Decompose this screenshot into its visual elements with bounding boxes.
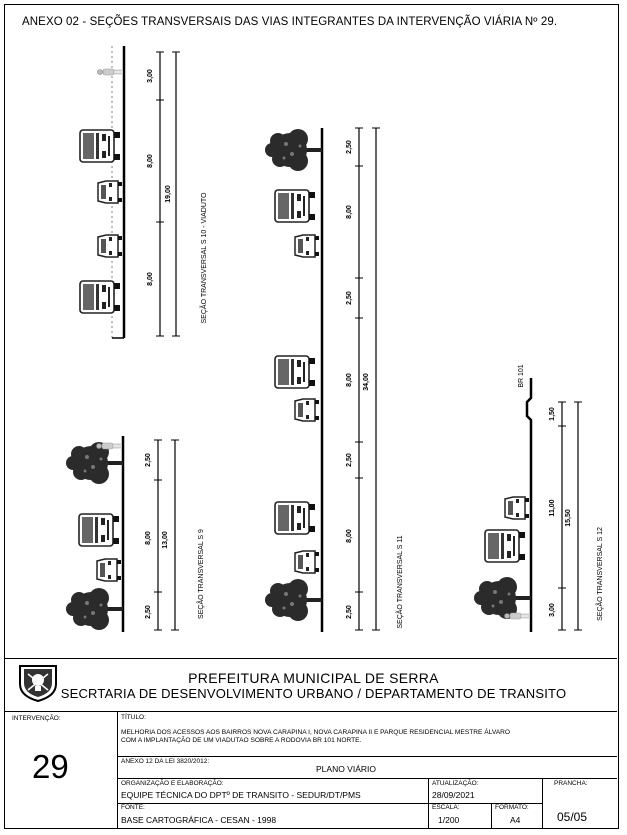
anexo-label: ANEXO 12 DA LEI 3820/2012: [121,758,210,765]
s11-dim-7: 2,50 [346,605,353,619]
intervencao-label: INTERVENÇÃO: [12,715,61,722]
drawing-frame [4,4,619,829]
person-icon [504,612,531,620]
truck-icon [274,189,316,223]
s9-dim-2: 8,00 [145,531,152,545]
intervencao-value: 29 [32,748,69,785]
page-heading: ANEXO 02 - SEÇÕES TRANSVERSAIS DAS VIAS … [22,16,558,28]
section-s10: 3,00 8,00 8,00 19,00 SEÇÃO TRANSVERSAL S… [79,46,208,339]
prancha-value: 05/05 [557,810,588,824]
tree-icon [474,577,531,619]
s11-label: SEÇÃO TRANSVERSAL S 11 [395,535,404,628]
atualizacao-label: ATUALIZAÇÃO: [432,780,479,787]
section-s9: 2,50 8,00 2,50 13,00 SEÇÃO TRANSVERSAL S… [66,436,205,632]
car-icon [294,550,320,574]
s12-dim-2: 11,00 [549,499,556,516]
s9-total: 13,00 [162,531,169,549]
tb-divider [428,778,429,829]
org-value: EQUIPE TÉCNICA DO DPTº DE TRANSITO - SED… [121,790,361,800]
tree-icon [265,129,322,171]
escala-value: 1/200 [438,815,460,825]
tree-icon [265,579,322,621]
municipal-crest-icon [19,665,57,702]
titulo-line-2: COM A IMPLANTAÇÃO DE UM VIADUTAO SOBRE A… [121,737,362,744]
org-line-1: PREFEITURA MUNICIPAL DE SERRA [188,670,439,686]
car-icon [96,558,122,582]
tb-divider [117,711,118,829]
s9-label: SEÇÃO TRANSVERSAL S 9 [196,529,205,619]
car-icon [504,496,530,520]
s11-total: 34,00 [363,373,370,391]
cross-sections-drawing: 3,00 8,00 8,00 19,00 SEÇÃO TRANSVERSAL S… [66,46,604,632]
escala-label: ESCALA: [432,804,460,811]
car-icon [97,234,123,258]
car-icon [294,234,320,258]
atualizacao-value: 28/09/2021 [432,790,475,800]
s10-dim-1: 3,00 [147,69,154,83]
car-icon [97,180,123,204]
s12-road-label: BR 101 [518,364,525,387]
prancha-label: PRANCHA: [554,780,588,787]
truck-icon [78,513,120,547]
s10-dim-3: 8,00 [147,272,154,286]
fonte-value: BASE CARTOGRÁFICA - CESAN - 1998 [121,815,277,825]
truck-icon [274,501,316,535]
anexo-value: PLANO VIÁRIO [316,764,376,774]
s11-dim-4: 8,00 [346,373,353,387]
s11-dim-5: 2,50 [346,453,353,467]
s10-dim-2: 8,00 [147,154,154,168]
s10-label: SEÇÃO TRANSVERSAL S 10 - VIADUTO [199,192,208,324]
s12-dim-3: 3,00 [549,603,556,617]
s12-dim-1: 1,50 [549,407,556,421]
truck-icon [274,355,316,389]
truck-icon [79,129,121,163]
s11-dim-2: 8,00 [346,205,353,219]
s11-dim-1: 2,50 [346,140,353,154]
section-s12: BR 101 1,50 11,00 3,00 15,50 SEÇÃO TRANS… [474,364,604,632]
formato-value: A4 [510,815,521,825]
s10-total: 19,00 [165,185,172,203]
car-icon [294,398,320,422]
titulo-line-1: MELHORIA DOS ACESSOS AOS BAIRROS NOVA CA… [121,729,511,736]
org-line-2: SECRTARIA DE DESENVOLVIMENTO URBANO / DE… [60,686,567,701]
s9-dim-3: 2,50 [145,605,152,619]
title-block-middle-rule [5,711,617,712]
tb-rule [117,756,617,757]
s9-dim-1: 2,50 [145,453,152,467]
tb-rule [117,803,542,804]
title-block-top-rule [5,658,617,659]
tb-divider [542,778,543,829]
person-icon [96,442,123,450]
tb-rule [117,778,617,779]
tb-divider [491,803,492,829]
s12-label: SEÇÃO TRANSVERSAL S 12 [595,527,604,621]
org-label: ORGANIZAÇÃO E ELABORAÇÃO: [121,780,224,787]
section-s11: 2,50 8,00 2,50 8,00 2,50 8,00 2,50 34,00… [265,127,404,632]
fonte-label: FONTE: [121,804,145,811]
truck-icon [484,529,526,563]
s12-total: 15,50 [565,509,572,527]
s11-dim-3: 2,50 [346,291,353,305]
formato-label: FORMATO: [495,804,529,811]
s12-ground-line [525,378,533,632]
person-icon [97,68,124,76]
titulo-label: TÍTULO: [121,714,146,721]
tree-icon [66,588,123,630]
truck-icon [79,280,121,314]
s11-dim-6: 8,00 [346,529,353,543]
